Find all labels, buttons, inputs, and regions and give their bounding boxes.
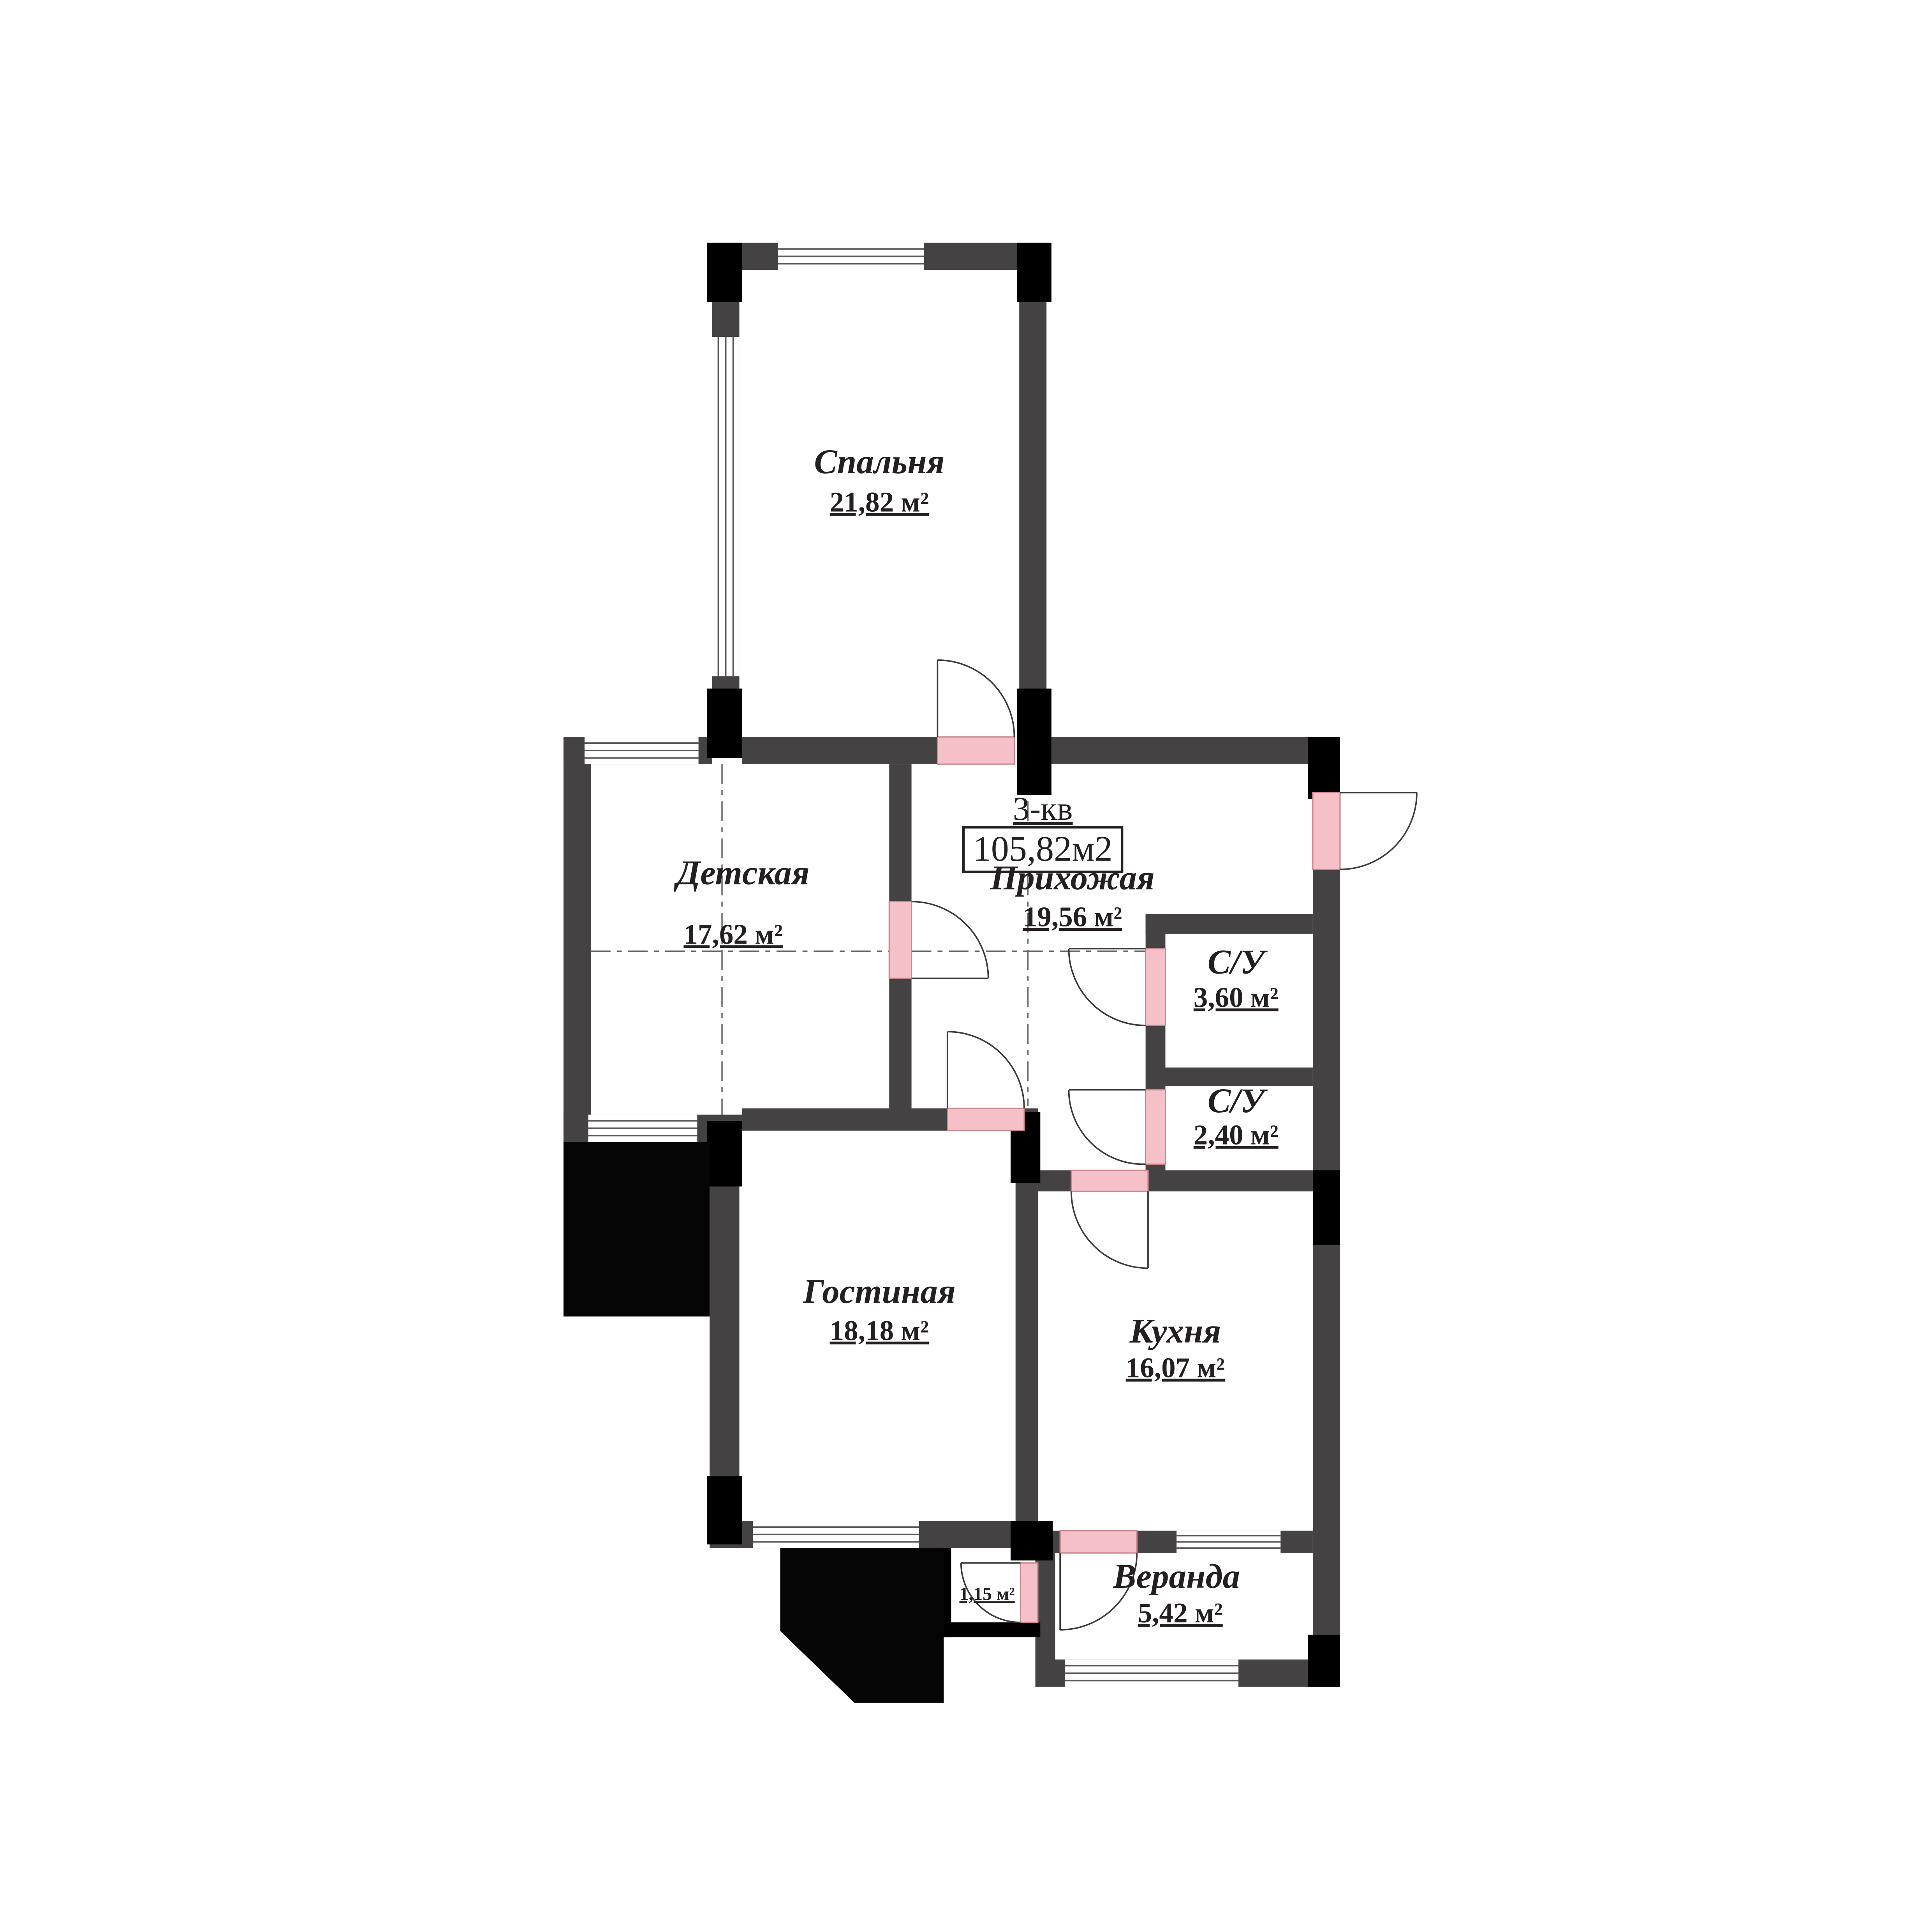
- windows: [585, 243, 1281, 1687]
- door-bedroom: [937, 736, 1015, 765]
- door-entrance: [1312, 792, 1341, 870]
- wall-wc-divider: [1165, 1067, 1313, 1086]
- door-swing: [1068, 948, 1146, 1027]
- void-bottom: [780, 1548, 944, 1703]
- window-bedroom-top: [778, 243, 924, 270]
- wall-wc1-top: [1145, 914, 1313, 934]
- void-left: [563, 1142, 710, 1317]
- room-area-childroom: 17,62 м²: [683, 918, 783, 950]
- wall-mid-top-center: [741, 737, 938, 764]
- window-kitchen-bottom: [1176, 1530, 1281, 1553]
- pillar: [707, 1476, 742, 1545]
- room-name-childroom: Детская: [674, 854, 809, 892]
- window-childroom-top: [585, 737, 699, 764]
- room-area-utility: 1,15 м²: [959, 1584, 1014, 1604]
- pillar: [707, 243, 742, 302]
- door-swing: [960, 1562, 1021, 1623]
- door-kitchen: [1071, 1169, 1149, 1192]
- door-swing: [1059, 1553, 1138, 1631]
- pillar: [1016, 243, 1051, 302]
- black-areas: [563, 1142, 944, 1703]
- wall-veranda-left: [1035, 1553, 1055, 1687]
- door-swing: [1068, 1089, 1146, 1165]
- door-swing: [911, 901, 989, 979]
- window-veranda-bottom: [1065, 1659, 1239, 1687]
- wall-mid-left: [563, 737, 591, 1146]
- window-childroom-bottom: [588, 1115, 697, 1142]
- pillar: [1016, 689, 1051, 795]
- room-area-bedroom: 21,82 м²: [830, 486, 929, 518]
- pillar: [707, 689, 742, 758]
- door-veranda: [1059, 1530, 1138, 1554]
- pillars: [707, 243, 1340, 1687]
- room-area-wc1: 3,60 м²: [1194, 981, 1279, 1013]
- door-living: [947, 1108, 1025, 1132]
- window-living-bottom: [753, 1521, 919, 1548]
- room-name-wc2: С/У: [1208, 1082, 1268, 1120]
- pillar: [1308, 737, 1340, 799]
- room-name-living: Гостиная: [803, 1272, 956, 1310]
- room-area-kitchen: 16,07 м²: [1126, 1352, 1225, 1383]
- wall-kitchen-living: [1015, 1131, 1038, 1536]
- door-swing: [946, 1031, 1025, 1109]
- door-swing: [1340, 792, 1418, 870]
- wall-mid-top-right: [1051, 737, 1340, 764]
- door-swing: [937, 659, 1015, 737]
- room-name-bedroom: Спальня: [814, 443, 944, 481]
- unit-total-area: 105,82м2: [973, 829, 1113, 868]
- room-name-veranda: Веранда: [1113, 1557, 1240, 1596]
- room-area-hall: 19,56 м²: [1023, 901, 1122, 933]
- door-swing: [1070, 1191, 1149, 1269]
- room-area-living: 18,18 м²: [830, 1315, 929, 1346]
- room-name-hall: Прихожая: [990, 859, 1155, 897]
- door-childroom: [888, 901, 912, 979]
- room-labels: Спальня 21,82 м² Детская 17,62 м² Прихож…: [674, 443, 1278, 1629]
- unit-label: 3-кв: [1013, 790, 1073, 827]
- room-name-wc1: С/У: [1208, 943, 1268, 981]
- door-wc2: [1145, 1089, 1166, 1165]
- doors: [888, 736, 1341, 1623]
- wall-utility-bottom: [936, 1622, 1041, 1638]
- pillar: [707, 1121, 742, 1187]
- pillar: [1010, 1521, 1053, 1560]
- pillar: [1312, 1170, 1340, 1245]
- wall-living-left: [710, 1121, 740, 1545]
- door-wc1: [1145, 948, 1166, 1026]
- pillar: [1308, 1634, 1340, 1687]
- room-area-veranda: 5,42 м²: [1138, 1597, 1223, 1629]
- door-swings: [911, 659, 1418, 1631]
- room-name-kitchen: Кухня: [1129, 1312, 1221, 1350]
- door-utility: [1020, 1562, 1039, 1623]
- title-box: [962, 826, 1124, 873]
- room-area-wc2: 2,40 м²: [1194, 1119, 1279, 1150]
- window-bedroom-left: [712, 336, 740, 676]
- title-block: 3-кв 105,82м2: [962, 790, 1124, 873]
